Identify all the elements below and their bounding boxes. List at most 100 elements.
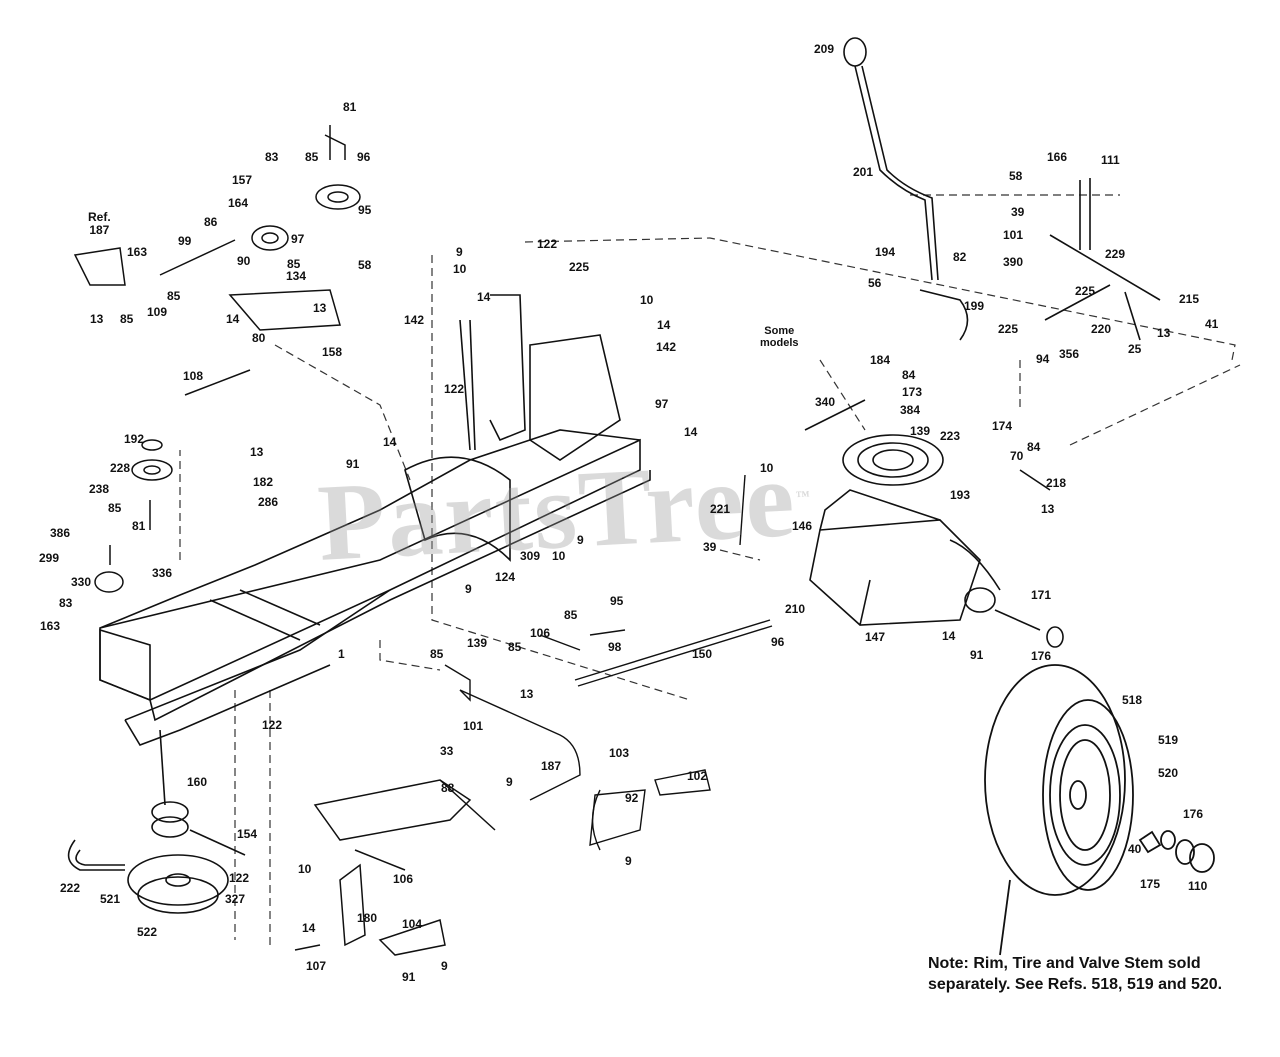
part-callout[interactable]: 95 xyxy=(610,594,624,608)
part-callout[interactable]: 14 xyxy=(226,312,240,326)
part-callout[interactable]: 221 xyxy=(710,502,731,516)
part-callout[interactable]: 109 xyxy=(147,305,168,319)
part-callout[interactable]: 171 xyxy=(1031,588,1052,602)
part-callout[interactable]: 122 xyxy=(262,718,283,732)
part-callout[interactable]: 84 xyxy=(1027,440,1041,454)
part-callout[interactable]: 336 xyxy=(152,566,173,580)
part-callout[interactable]: 163 xyxy=(127,245,148,259)
part-callout[interactable]: 157 xyxy=(232,173,253,187)
part-callout[interactable]: 85 xyxy=(564,608,578,622)
part-callout[interactable]: 182 xyxy=(253,475,274,489)
part-callout[interactable]: 522 xyxy=(137,925,158,939)
part-callout[interactable]: 83 xyxy=(265,150,279,164)
part-callout[interactable]: 81 xyxy=(343,100,357,114)
part-callout[interactable]: 56 xyxy=(868,276,882,290)
part-callout[interactable]: 39 xyxy=(703,540,717,554)
part-callout[interactable]: 97 xyxy=(655,397,669,411)
part-callout[interactable]: 101 xyxy=(1003,228,1024,242)
part-callout[interactable]: 10 xyxy=(552,549,566,563)
part-callout[interactable]: 13 xyxy=(1157,326,1171,340)
part-callout[interactable]: 81 xyxy=(132,519,146,533)
part-callout[interactable]: 180 xyxy=(357,911,378,925)
part-callout[interactable]: 86 xyxy=(204,215,218,229)
part-callout[interactable]: 142 xyxy=(404,313,425,327)
part-callout[interactable]: 14 xyxy=(684,425,698,439)
part-callout[interactable]: 173 xyxy=(902,385,923,399)
part-callout[interactable]: 108 xyxy=(183,369,204,383)
part-callout[interactable]: 95 xyxy=(358,203,372,217)
part-callout[interactable]: 194 xyxy=(875,245,896,259)
part-callout[interactable]: 192 xyxy=(124,432,145,446)
part-callout[interactable]: 85 xyxy=(305,150,319,164)
part-callout[interactable]: 9 xyxy=(506,775,513,789)
part-callout[interactable]: 91 xyxy=(402,970,416,984)
part-callout[interactable]: 309 xyxy=(520,549,541,563)
part-callout[interactable]: 14 xyxy=(942,629,956,643)
part-callout[interactable]: 1 xyxy=(338,647,345,661)
part-callout[interactable]: 13 xyxy=(250,445,264,459)
part-callout[interactable]: 14 xyxy=(477,290,491,304)
part-callout[interactable]: 9 xyxy=(625,854,632,868)
part-callout[interactable]: 10 xyxy=(298,862,312,876)
part-callout[interactable]: 220 xyxy=(1091,322,1112,336)
part-callout[interactable]: 174 xyxy=(992,419,1013,433)
part-callout[interactable]: 33 xyxy=(440,744,454,758)
part-callout[interactable]: 111 xyxy=(1101,153,1120,167)
part-callout[interactable]: 98 xyxy=(608,640,622,654)
part-callout[interactable]: 286 xyxy=(258,495,279,509)
part-callout[interactable]: 58 xyxy=(358,258,372,272)
part-callout[interactable]: 160 xyxy=(187,775,208,789)
part-callout[interactable]: 215 xyxy=(1179,292,1200,306)
part-callout[interactable]: 106 xyxy=(530,626,551,640)
part-callout[interactable]: 193 xyxy=(950,488,971,502)
part-callout[interactable]: 158 xyxy=(322,345,343,359)
part-callout[interactable]: 10 xyxy=(640,293,654,307)
part-callout[interactable]: 9 xyxy=(456,245,463,259)
part-callout[interactable]: 85 xyxy=(120,312,134,326)
part-callout[interactable]: 14 xyxy=(302,921,316,935)
part-callout[interactable]: 97 xyxy=(291,232,305,246)
part-callout[interactable]: 85 xyxy=(108,501,122,515)
part-callout[interactable]: 518 xyxy=(1122,693,1143,707)
part-callout[interactable]: 96 xyxy=(357,150,371,164)
part-callout[interactable]: 10 xyxy=(453,262,467,276)
part-callout[interactable]: 88 xyxy=(441,781,455,795)
part-callout[interactable]: 142 xyxy=(656,340,677,354)
part-callout[interactable]: 85 xyxy=(430,647,444,661)
part-callout[interactable]: 209 xyxy=(814,42,835,56)
part-callout[interactable]: 134 xyxy=(286,269,307,283)
part-callout[interactable]: 164 xyxy=(228,196,249,210)
part-callout[interactable]: 91 xyxy=(970,648,984,662)
part-callout[interactable]: 147 xyxy=(865,630,886,644)
part-callout[interactable]: 187 xyxy=(541,759,562,773)
part-callout[interactable]: 122 xyxy=(444,382,465,396)
part-callout[interactable]: 99 xyxy=(178,234,192,248)
part-callout[interactable]: 25 xyxy=(1128,342,1142,356)
part-callout[interactable]: 107 xyxy=(306,959,327,973)
part-callout[interactable]: 166 xyxy=(1047,150,1068,164)
part-callout[interactable]: 163 xyxy=(40,619,61,633)
part-callout[interactable]: 13 xyxy=(1041,502,1055,516)
part-callout[interactable]: 520 xyxy=(1158,766,1179,780)
part-callout[interactable]: 299 xyxy=(39,551,60,565)
part-callout[interactable]: 94 xyxy=(1036,352,1050,366)
part-callout[interactable]: 92 xyxy=(625,791,639,805)
part-callout[interactable]: 85 xyxy=(287,257,301,271)
part-callout[interactable]: 80 xyxy=(252,331,266,345)
part-callout[interactable]: 96 xyxy=(771,635,785,649)
part-callout[interactable]: 139 xyxy=(467,636,488,650)
part-callout[interactable]: 10 xyxy=(760,461,774,475)
part-callout[interactable]: 519 xyxy=(1158,733,1179,747)
part-callout[interactable]: 330 xyxy=(71,575,92,589)
part-callout[interactable]: 110 xyxy=(1188,879,1208,893)
part-callout[interactable]: 201 xyxy=(853,165,874,179)
part-callout[interactable]: 41 xyxy=(1205,317,1219,331)
part-callout[interactable]: 356 xyxy=(1059,347,1080,361)
part-callout[interactable]: 225 xyxy=(1075,284,1096,298)
part-callout[interactable]: 222 xyxy=(60,881,81,895)
part-callout[interactable]: 90 xyxy=(237,254,251,268)
part-callout[interactable]: 327 xyxy=(225,892,246,906)
part-callout[interactable]: 102 xyxy=(687,769,708,783)
part-callout[interactable]: 225 xyxy=(569,260,590,274)
part-callout[interactable]: 14 xyxy=(383,435,397,449)
